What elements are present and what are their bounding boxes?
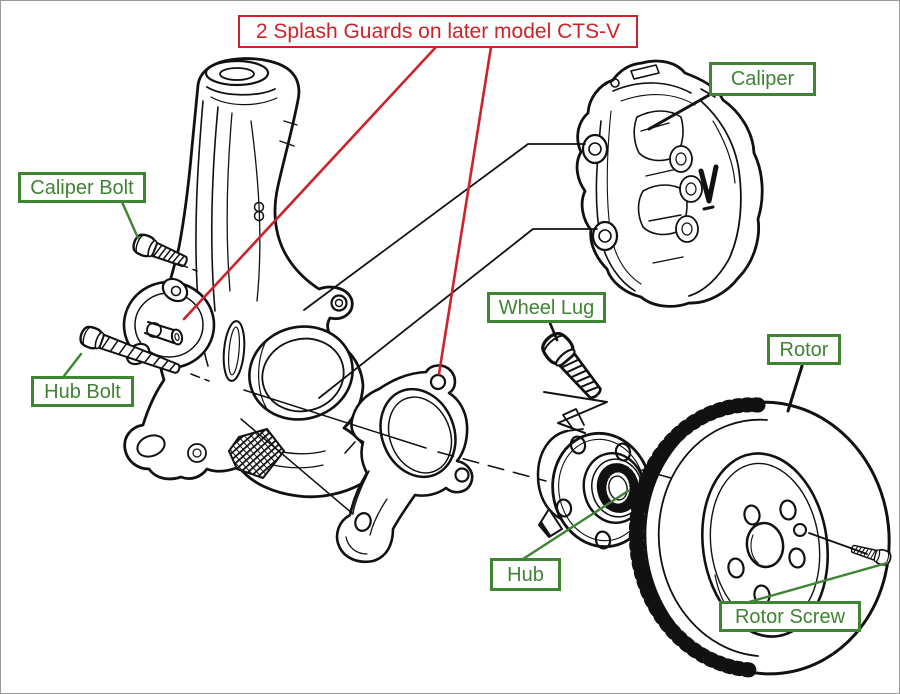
rotor-drawing [628,397,891,678]
label-caliper: Caliper [709,62,816,96]
green-leader-lines [62,200,889,604]
label-rotor-text: Rotor [779,338,829,361]
label-rotor-screw: Rotor Screw [719,601,861,632]
label-rotor-screw-text: Rotor Screw [734,605,846,628]
break-zigzag [543,391,608,434]
label-hub-text: Hub [507,563,544,586]
rotor-screw-hole [793,523,807,537]
axis-lines [178,263,672,515]
label-caliper-bolt: Caliper Bolt [18,172,146,203]
caliper-drawing [575,59,764,308]
label-rotor: Rotor [767,334,841,365]
label-wheel-lug-text: Wheel Lug [498,296,595,319]
v-emblem-icon [698,164,719,211]
red-leader-lines [182,45,493,376]
black-leader-lines [303,92,868,555]
label-hub: Hub [490,558,561,591]
label-wheel-lug: Wheel Lug [487,292,606,323]
label-hub-bolt-text: Hub Bolt [44,380,121,403]
note-splash-guards: 2 Splash Guards on later model CTS-V [238,15,638,48]
splash-guard-drawing [335,364,474,564]
note-text: 2 Splash Guards on later model CTS-V [255,19,621,43]
label-hub-bolt: Hub Bolt [31,376,134,407]
label-caliper-text: Caliper [730,68,795,90]
steering-knuckle-drawing [123,57,391,499]
label-caliper-bolt-text: Caliper Bolt [30,176,134,199]
